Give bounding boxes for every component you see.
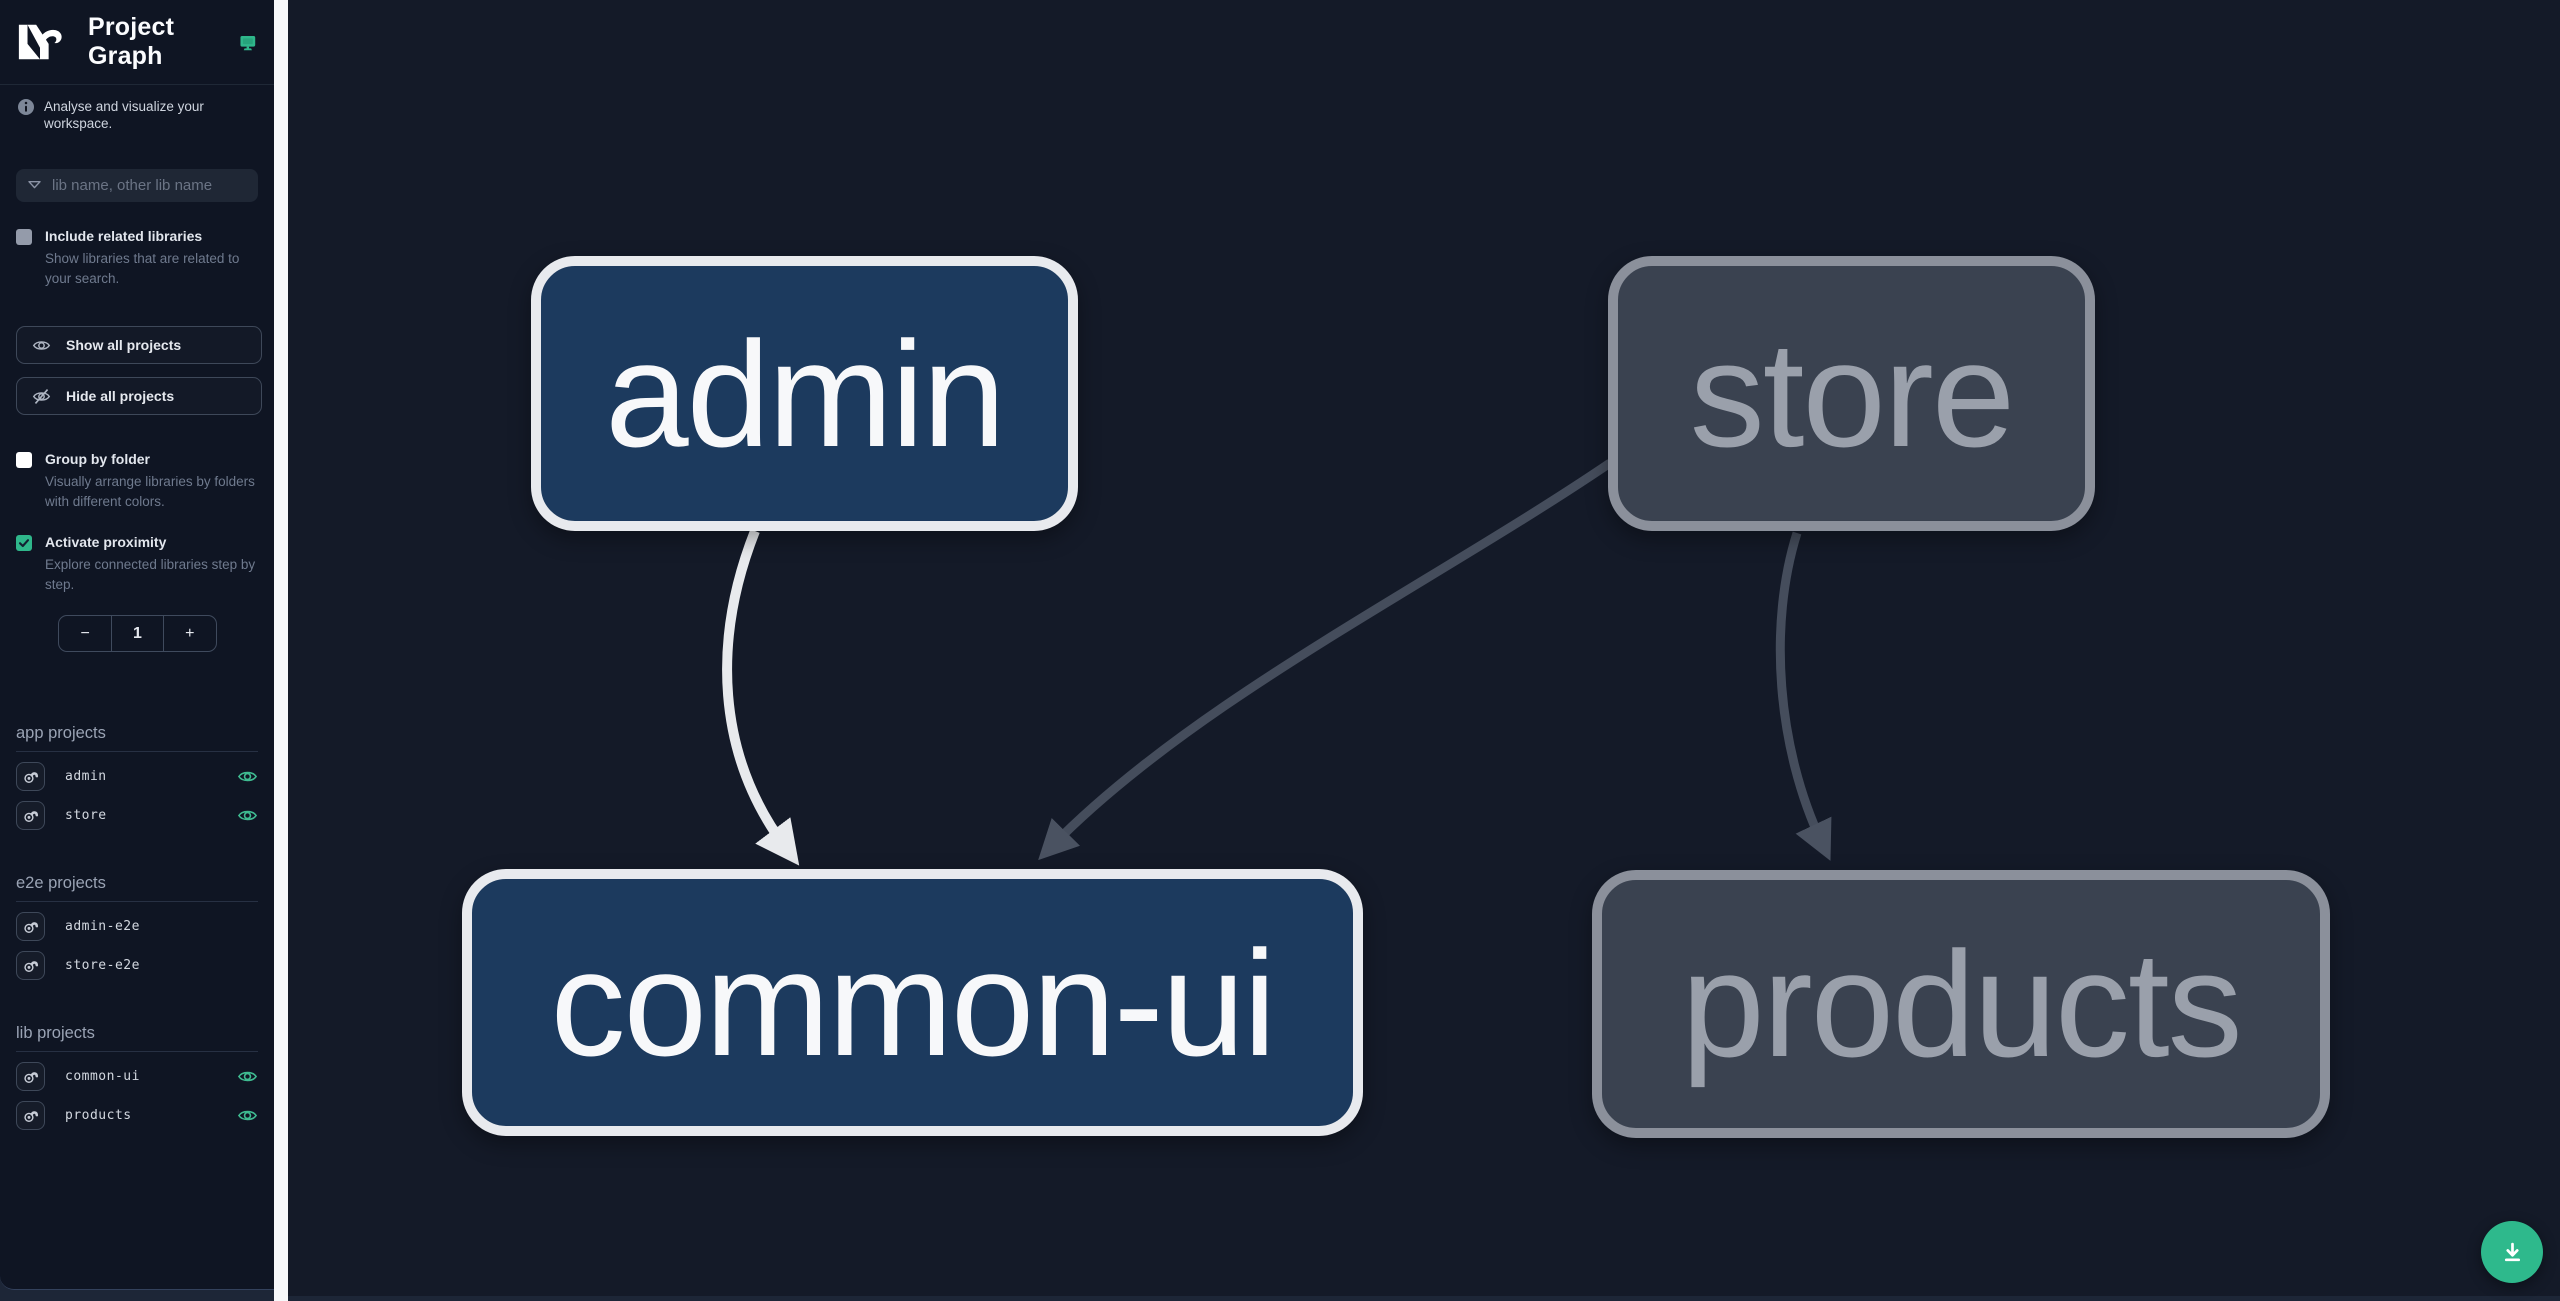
section-app-projects: app projects admin [0,724,274,830]
group-by-folder-toggle: Group by folder Visually arrange librari… [0,451,274,512]
group-by-folder-label: Group by folder [45,451,150,467]
project-name[interactable]: common-ui [65,1068,140,1084]
filter-box [16,169,258,202]
focus-project-button[interactable] [16,911,45,941]
focus-icon [24,810,39,822]
nx-logo [18,24,62,60]
hide-all-projects-button[interactable]: Hide all projects [16,377,262,415]
sidebar-header: Project Graph [0,0,274,85]
project-row-products: products [16,1100,258,1130]
focus-project-button[interactable] [16,761,45,791]
tagline-text: Analyse and visualize your workspace. [44,99,204,131]
include-related-checkbox[interactable] [16,229,32,245]
focus-icon [24,1110,39,1122]
visibility-eye-icon[interactable] [237,1105,258,1126]
activate-proximity-label: Activate proximity [45,534,167,550]
project-name[interactable]: products [65,1107,132,1123]
project-row-admin: admin [16,761,258,791]
checkmark-icon [18,539,30,548]
sidebar: Project Graph Analyse and visualize your… [0,0,274,1290]
monitor-icon[interactable] [238,29,258,56]
proximity-value: 1 [111,616,164,651]
hide-all-projects-label: Hide all projects [66,388,175,404]
eye-icon [32,340,51,350]
filter-input[interactable] [52,177,248,194]
section-title: e2e projects [16,874,258,902]
project-name[interactable]: store [65,807,107,823]
download-icon [2504,1242,2520,1261]
focus-project-button[interactable] [16,950,45,980]
include-related-description: Show libraries that are related to your … [45,251,240,286]
activate-proximity-checkbox[interactable] [16,535,32,551]
graph-node-products[interactable]: products [1592,870,2330,1138]
proximity-decrement-button[interactable]: − [80,624,90,642]
project-name[interactable]: store-e2e [65,957,140,973]
proximity-stepper: − 1 + [58,615,217,652]
focus-icon [24,771,39,783]
activate-proximity-toggle: Activate proximity Explore connected lib… [0,534,274,595]
graph-node-common-ui[interactable]: common-ui [462,869,1363,1136]
group-by-folder-checkbox[interactable] [16,452,32,468]
eye-off-icon [32,388,51,404]
focus-icon [24,921,39,933]
visibility-eye-icon[interactable] [237,766,258,787]
graph-node-store[interactable]: store [1608,256,2095,531]
activate-proximity-description: Explore connected libraries step by step… [45,557,256,592]
project-name[interactable]: admin-e2e [65,918,140,934]
focus-icon [24,960,39,972]
workspace-tagline: Analyse and visualize your workspace. [0,85,274,132]
section-lib-projects: lib projects common-ui [0,1024,274,1130]
show-all-projects-label: Show all projects [66,337,182,353]
group-by-folder-description: Visually arrange libraries by folders wi… [45,474,255,509]
focus-icon [24,1071,39,1083]
proximity-increment-button[interactable]: + [185,624,195,642]
graph-node-admin[interactable]: admin [531,256,1078,531]
focus-project-button[interactable] [16,1061,45,1091]
project-row-store: store [16,800,258,830]
include-related-toggle: Include related libraries Show libraries… [0,228,274,289]
project-row-store-e2e: store-e2e [16,950,258,980]
sidebar-canvas-divider [274,0,288,1301]
project-row-common-ui: common-ui [16,1061,258,1091]
page-title: Project Graph [88,13,175,70]
filter-funnel-icon [28,180,41,189]
focus-project-button[interactable] [16,800,45,830]
project-row-admin-e2e: admin-e2e [16,911,258,941]
section-title: lib projects [16,1024,258,1052]
download-image-button[interactable] [2481,1221,2543,1283]
section-e2e-projects: e2e projects admin-e2e store-e2e [0,874,274,980]
show-all-projects-button[interactable]: Show all projects [16,326,262,364]
focus-project-button[interactable] [16,1100,45,1130]
visibility-eye-icon[interactable] [237,805,258,826]
include-related-label: Include related libraries [45,228,203,244]
section-title: app projects [16,724,258,752]
project-name[interactable]: admin [65,768,107,784]
info-icon [18,99,34,115]
visibility-eye-icon[interactable] [237,1066,258,1087]
